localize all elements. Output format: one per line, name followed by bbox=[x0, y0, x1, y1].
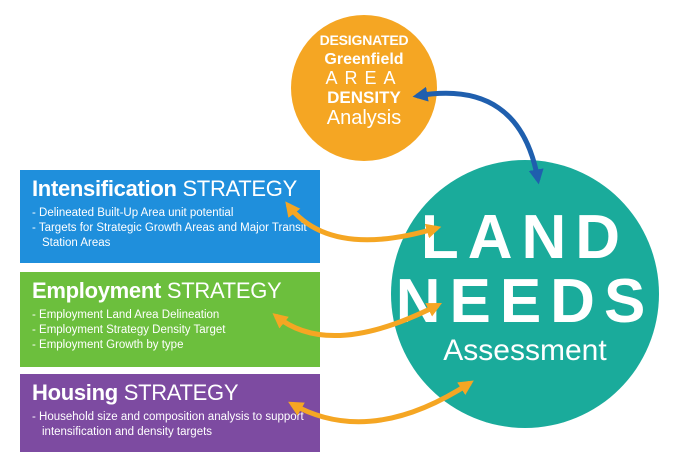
list-item: Employment Land Area Delineation bbox=[32, 308, 308, 323]
housing-strategy-title: Housing STRATEGY bbox=[32, 380, 308, 406]
housing-land-double-arrow bbox=[288, 380, 474, 425]
employment-strategy-title: Employment STRATEGY bbox=[32, 278, 308, 304]
intensification-strategy-box: Intensification STRATEGY Delineated Buil… bbox=[20, 170, 320, 263]
list-item: Employment Strategy Density Target bbox=[32, 323, 308, 338]
housing-list: Household size and composition analysis … bbox=[32, 410, 308, 440]
list-item: Employment Growth by type bbox=[32, 338, 308, 353]
greenfield-line-density: DENSITY bbox=[327, 88, 401, 107]
greenfield-line-area: AREA bbox=[325, 68, 403, 88]
greenfield-line-greenfield: Greenfield bbox=[324, 51, 404, 68]
intensification-strategy-title: Intensification STRATEGY bbox=[32, 176, 308, 202]
housing-title-bold: Housing bbox=[32, 380, 118, 405]
intensification-land-double-arrow bbox=[285, 201, 442, 243]
list-item: Household size and composition analysis … bbox=[32, 410, 308, 440]
greenfield-line-analysis: Analysis bbox=[326, 107, 402, 129]
list-item: Targets for Strategic Growth Areas and M… bbox=[32, 221, 308, 251]
intensification-title-bold: Intensification bbox=[32, 176, 177, 201]
employment-list: Employment Land Area Delineation Employm… bbox=[32, 308, 308, 353]
housing-strategy-box: Housing STRATEGY Household size and comp… bbox=[20, 374, 320, 452]
greenfield-land-double-arrow bbox=[412, 86, 544, 185]
list-item: Delineated Built-Up Area unit potential bbox=[32, 206, 308, 221]
housing-title-rest: STRATEGY bbox=[123, 380, 239, 405]
intensification-title-rest: STRATEGY bbox=[182, 176, 297, 201]
employment-strategy-box: Employment STRATEGY Employment Land Area… bbox=[20, 272, 320, 367]
employment-title-rest: STRATEGY bbox=[166, 278, 282, 303]
intensification-list: Delineated Built-Up Area unit potential … bbox=[32, 206, 308, 251]
employment-land-double-arrow bbox=[272, 302, 443, 339]
land-needs-line-land: LAND bbox=[420, 203, 630, 272]
land-needs-line-assessment: Assessment bbox=[443, 334, 607, 367]
greenfield-line-designated: DESIGNATED bbox=[319, 32, 409, 48]
employment-title-bold: Employment bbox=[32, 278, 162, 303]
